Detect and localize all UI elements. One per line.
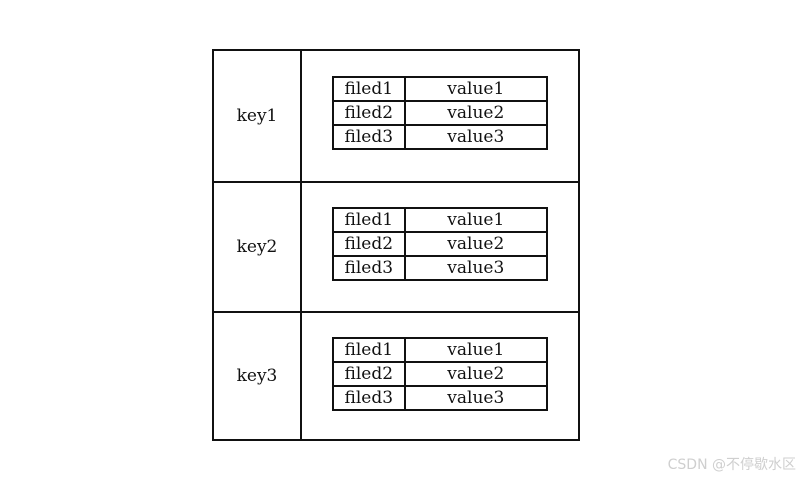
field-value-row: filed2 value2 [332, 361, 549, 387]
value-cell: value3 [403, 385, 549, 411]
field-value-row: filed3 value3 [332, 124, 549, 150]
field-value-row: filed2 value2 [332, 100, 549, 126]
field-cell: filed1 [332, 207, 406, 233]
field-value-row: filed1 value1 [332, 76, 549, 102]
watermark: CSDN @不停歇水区 [667, 457, 796, 473]
key-label: key1 [214, 51, 302, 181]
value-cell: value1 [403, 337, 549, 363]
key-row: key3 filed1 value1 filed2 value2 filed3 … [214, 311, 578, 439]
field-cell: filed1 [332, 337, 406, 363]
value-cell: value2 [403, 100, 549, 126]
field-value-table: filed1 value1 filed2 value2 filed3 value… [332, 337, 549, 411]
field-cell: filed3 [332, 255, 406, 281]
field-cell: filed3 [332, 385, 406, 411]
key-label: key2 [214, 183, 302, 311]
field-value-table: filed1 value1 filed2 value2 filed3 value… [332, 207, 549, 281]
value-cell: value2 [403, 231, 549, 257]
field-cell: filed2 [332, 100, 406, 126]
hash-structure-diagram: key1 filed1 value1 filed2 value2 filed3 … [212, 49, 580, 441]
field-value-row: filed3 value3 [332, 255, 549, 281]
key-label: key3 [214, 313, 302, 439]
key-row: key1 filed1 value1 filed2 value2 filed3 … [214, 51, 578, 181]
value-cell: value3 [403, 255, 549, 281]
value-cell: value3 [403, 124, 549, 150]
field-value-table: filed1 value1 filed2 value2 filed3 value… [332, 76, 549, 150]
field-cell: filed2 [332, 231, 406, 257]
field-value-row: filed3 value3 [332, 385, 549, 411]
field-cell: filed1 [332, 76, 406, 102]
value-cell: value1 [403, 76, 549, 102]
value-cell: value1 [403, 207, 549, 233]
field-value-row: filed1 value1 [332, 207, 549, 233]
key-row: key2 filed1 value1 filed2 value2 filed3 … [214, 181, 578, 311]
field-value-row: filed1 value1 [332, 337, 549, 363]
field-cell: filed2 [332, 361, 406, 387]
field-cell: filed3 [332, 124, 406, 150]
field-value-row: filed2 value2 [332, 231, 549, 257]
value-cell: value2 [403, 361, 549, 387]
